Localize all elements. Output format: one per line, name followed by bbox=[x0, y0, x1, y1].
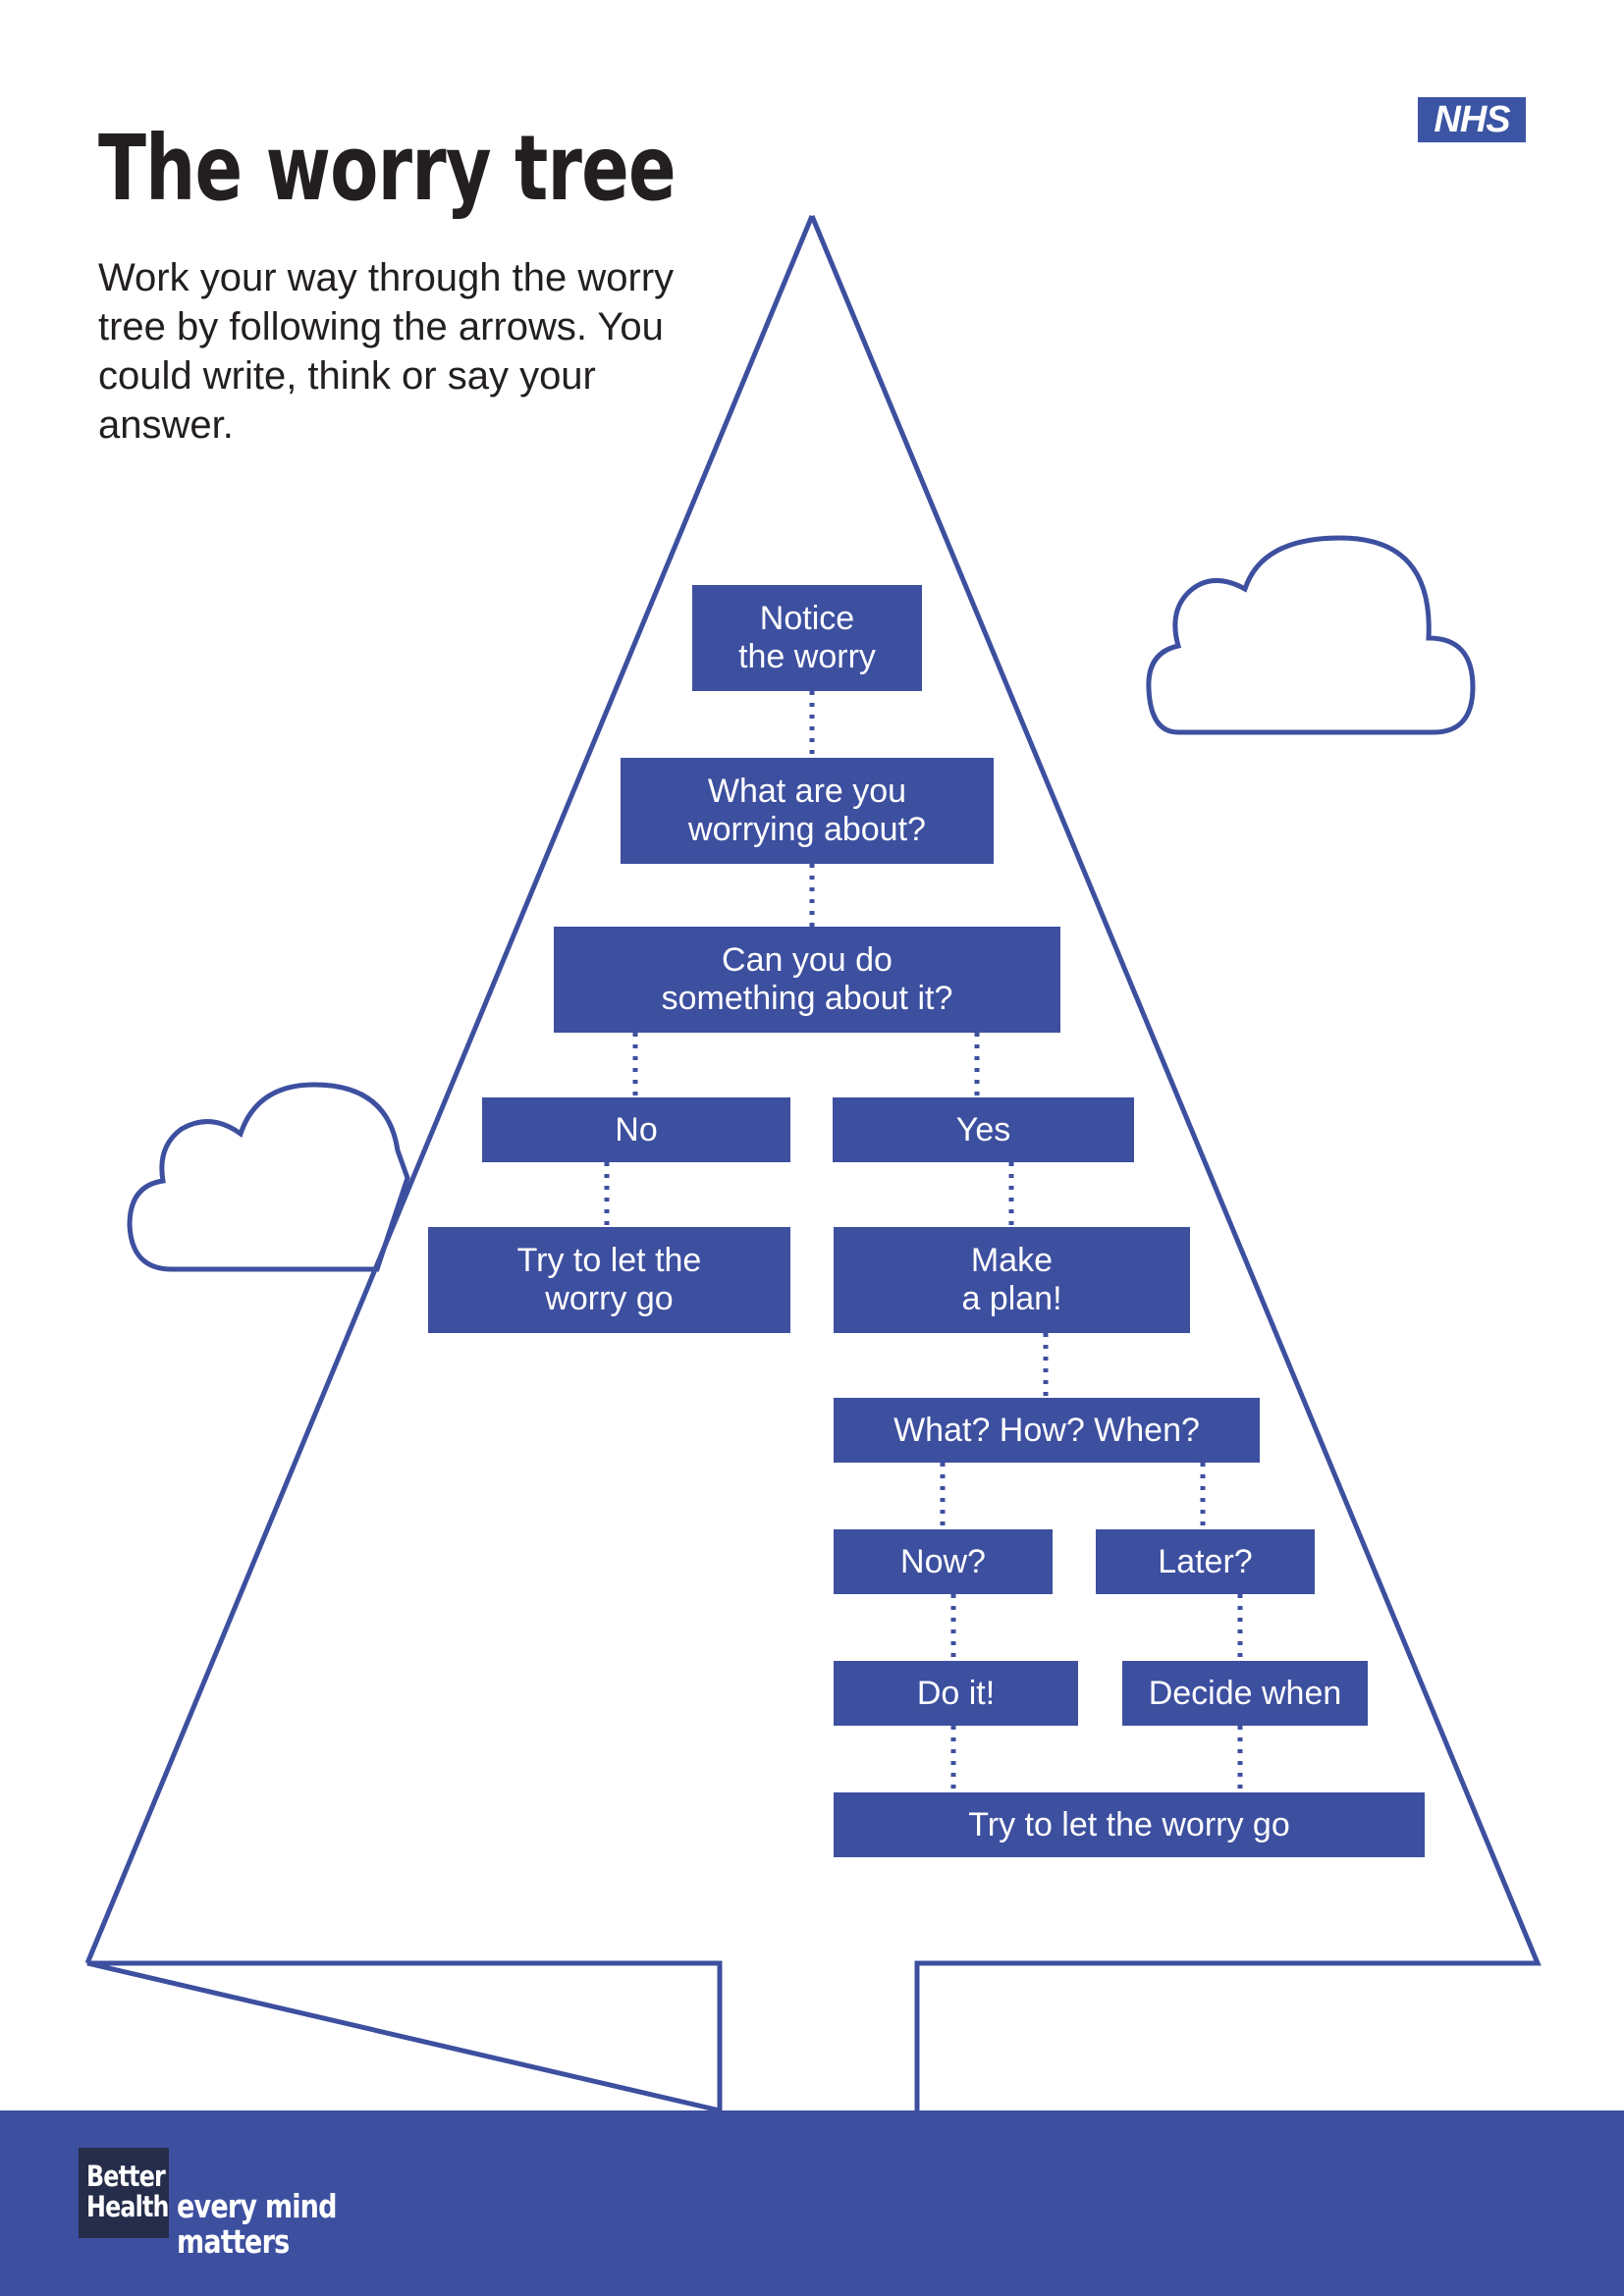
box-later: Later? bbox=[1096, 1529, 1315, 1594]
box-can-you-do-something: Can you do something about it? bbox=[554, 927, 1060, 1033]
tagline-line2: matters bbox=[177, 2222, 290, 2261]
box-what-are-you-worrying-about: What are you worrying about? bbox=[621, 758, 994, 864]
box-do-it: Do it! bbox=[834, 1661, 1078, 1726]
box-no: No bbox=[482, 1097, 790, 1162]
box-now: Now? bbox=[834, 1529, 1053, 1594]
better-health-line2: Health bbox=[86, 2190, 169, 2223]
cloud-left-icon bbox=[127, 1082, 410, 1272]
tagline-line1: every mind bbox=[177, 2187, 337, 2225]
better-health-line1: Better bbox=[86, 2160, 166, 2193]
box-decide-when: Decide when bbox=[1122, 1661, 1368, 1726]
footer-band bbox=[0, 2110, 1624, 2296]
box-notice-the-worry: Notice the worry bbox=[692, 585, 922, 691]
nhs-logo: NHS bbox=[1418, 97, 1526, 142]
tree-outline bbox=[86, 215, 1542, 2114]
page-title: The worry tree bbox=[98, 116, 677, 221]
box-try-to-let-the-worry-go-no: Try to let the worry go bbox=[428, 1227, 790, 1333]
intro-text: Work your way through the worry tree by … bbox=[98, 256, 675, 447]
better-health-logo: Better Health bbox=[79, 2148, 169, 2238]
box-yes: Yes bbox=[833, 1097, 1134, 1162]
box-what-how-when: What? How? When? bbox=[834, 1398, 1260, 1463]
cloud-right-icon bbox=[1146, 535, 1476, 735]
every-mind-matters-tagline: every mind matters bbox=[177, 2189, 371, 2260]
box-make-a-plan: Make a plan! bbox=[834, 1227, 1190, 1333]
box-try-to-let-the-worry-go-final: Try to let the worry go bbox=[834, 1792, 1425, 1857]
